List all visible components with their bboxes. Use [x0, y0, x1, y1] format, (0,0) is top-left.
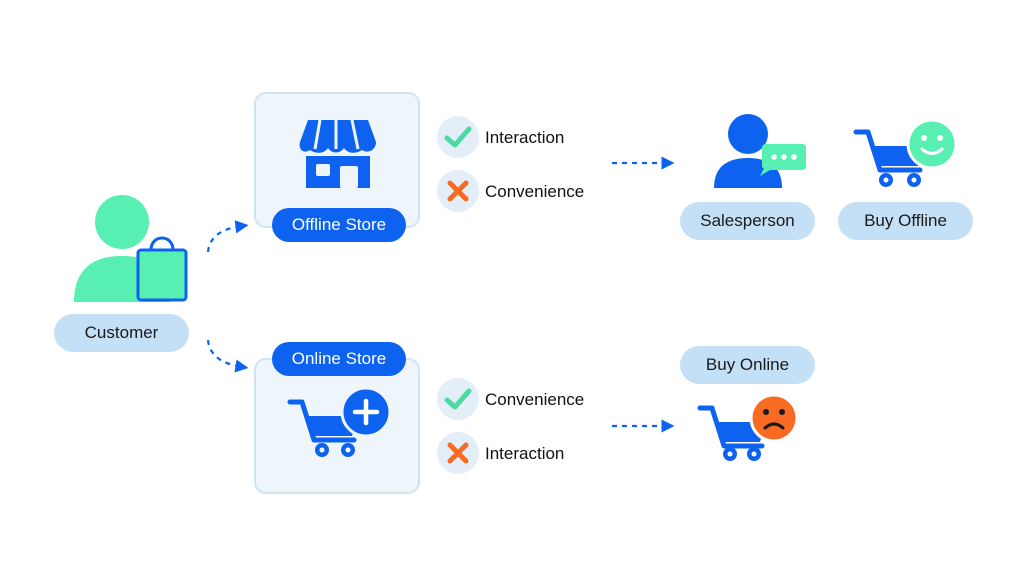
- online-feature-2-badge: [437, 432, 479, 474]
- online-store-label: Online Store: [272, 342, 406, 376]
- cross-icon: [447, 180, 469, 202]
- arrow-customer-to-online: [206, 339, 249, 373]
- customer-with-bag-icon: [74, 195, 188, 302]
- offline-feature-1-label: Interaction: [485, 128, 565, 147]
- offline-feature-2-badge: [437, 170, 479, 212]
- offline-feature-1-badge: [437, 116, 479, 158]
- cart-sad-icon: [697, 393, 799, 461]
- check-icon: [444, 126, 472, 148]
- salesperson-label: Salesperson: [680, 202, 815, 240]
- buy-online-label: Buy Online: [680, 346, 815, 384]
- check-icon: [444, 388, 472, 410]
- cross-icon: [447, 442, 469, 464]
- cart-happy-icon: [853, 118, 958, 187]
- offline-store-label: Offline Store: [272, 208, 406, 242]
- salesperson-chat-icon: [714, 114, 806, 188]
- customer-label: Customer: [54, 314, 189, 352]
- online-feature-1-label: Convenience: [485, 390, 585, 409]
- online-feature-2-label: Interaction: [485, 444, 565, 463]
- offline-feature-2-label: Convenience: [485, 182, 585, 201]
- buy-offline-label: Buy Offline: [838, 202, 973, 240]
- storefront-icon: [299, 119, 376, 188]
- online-feature-1-badge: [437, 378, 479, 420]
- cart-plus-icon: [287, 386, 392, 457]
- arrow-customer-to-offline: [206, 220, 249, 253]
